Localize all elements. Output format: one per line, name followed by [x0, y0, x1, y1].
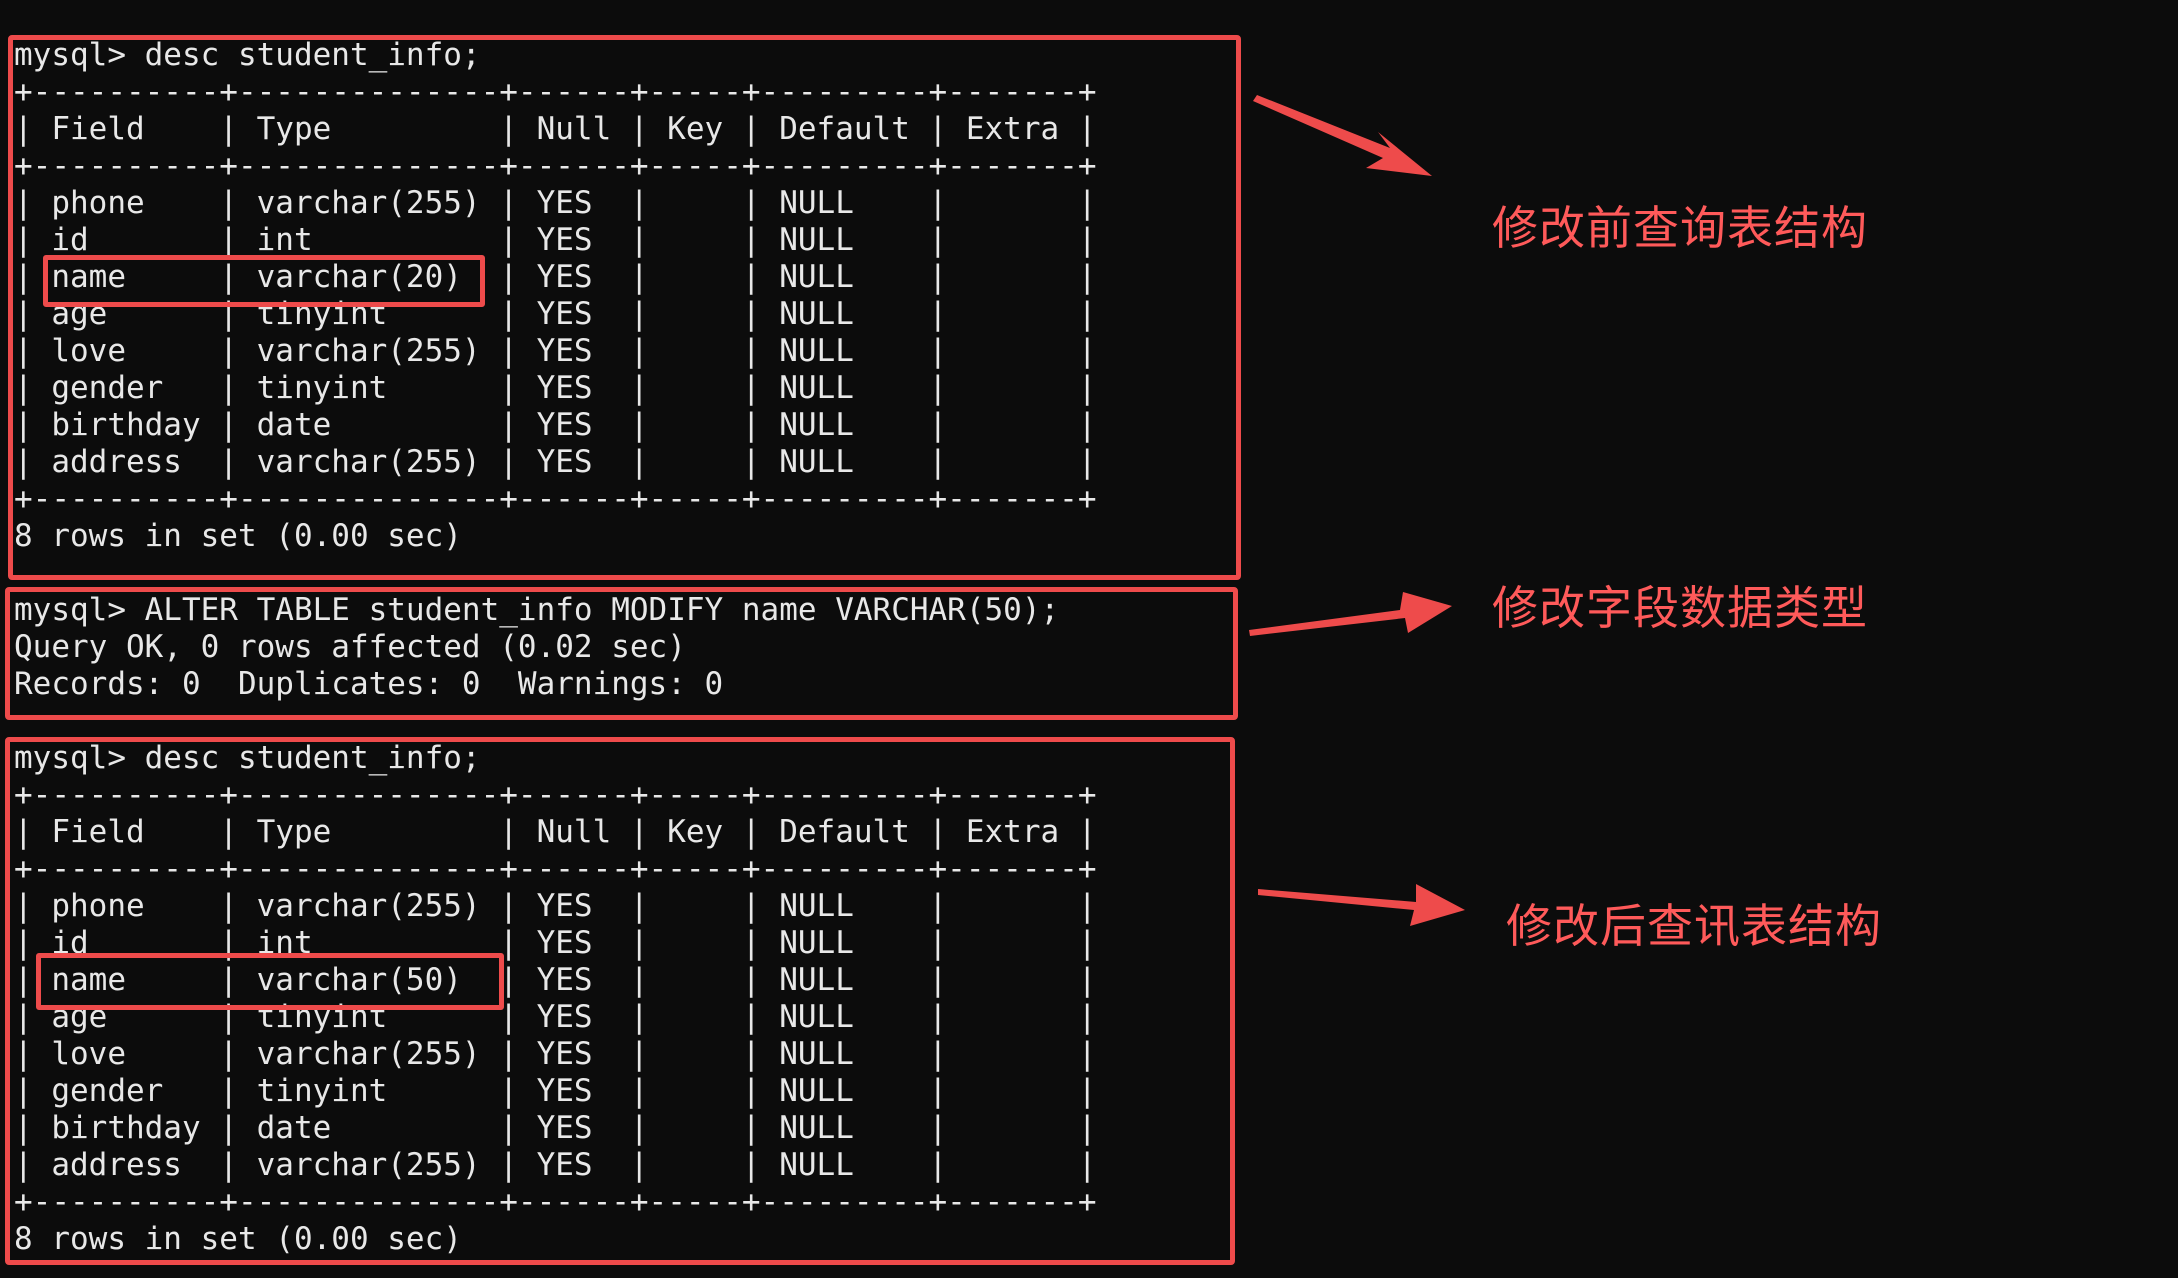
arrow-right-icon	[1258, 884, 1465, 926]
table-row: | birthday | date | YES | | NULL | |	[14, 1110, 1097, 1146]
table-row: | phone | varchar(255) | YES | | NULL | …	[14, 888, 1097, 924]
block3-prompt: mysql> desc student_info;	[14, 740, 481, 776]
block3-border-top: +----------+--------------+------+-----+…	[14, 777, 1097, 813]
table-row: | phone | varchar(255) | YES | | NULL | …	[14, 185, 1097, 221]
annotation-after: 修改后查讯表结构	[1506, 899, 1882, 953]
annotation-before: 修改前查询表结构	[1492, 201, 1868, 255]
table-row: | name | varchar(20) | YES | | NULL | |	[14, 259, 1097, 295]
block2-records: Records: 0 Duplicates: 0 Warnings: 0	[14, 666, 724, 702]
table-row: | gender | tinyint | YES | | NULL | |	[14, 370, 1097, 406]
block3-outline	[5, 737, 1235, 1265]
terminal-window[interactable]: mysql> desc student_info; +----------+--…	[0, 0, 1260, 1278]
block1-prompt: mysql> desc student_info;	[14, 37, 481, 73]
block2-outline	[5, 587, 1238, 720]
block3-footer: 8 rows in set (0.00 sec)	[14, 1221, 462, 1257]
block1-border-mid: +----------+--------------+------+-----+…	[14, 148, 1097, 184]
arrow-right-icon	[1253, 95, 1432, 176]
annotation-modify: 修改字段数据类型	[1492, 581, 1868, 635]
block1-border-top: +----------+--------------+------+-----+…	[14, 74, 1097, 110]
table-row: | address | varchar(255) | YES | | NULL …	[14, 444, 1097, 480]
block3-border-mid: +----------+--------------+------+-----+…	[14, 851, 1097, 887]
table-row: | birthday | date | YES | | NULL | |	[14, 407, 1097, 443]
table-row: | name | varchar(50) | YES | | NULL | |	[14, 962, 1097, 998]
table-row: | love | varchar(255) | YES | | NULL | |	[14, 333, 1097, 369]
name-row-highlight-after	[36, 953, 504, 1010]
table-row: | love | varchar(255) | YES | | NULL | |	[14, 1036, 1097, 1072]
block1-footer: 8 rows in set (0.00 sec)	[14, 518, 462, 554]
table-row: | gender | tinyint | YES | | NULL | |	[14, 1073, 1097, 1109]
block3-header: | Field | Type | Null | Key | Default | …	[14, 814, 1097, 850]
block1-header: | Field | Type | Null | Key | Default | …	[14, 111, 1097, 147]
table-row: | address | varchar(255) | YES | | NULL …	[14, 1147, 1097, 1183]
block2-prompt: mysql> ALTER TABLE student_info MODIFY n…	[14, 592, 1060, 628]
name-row-highlight-before	[43, 255, 485, 307]
block2-result: Query OK, 0 rows affected (0.02 sec)	[14, 629, 686, 665]
table-row: | id | int | YES | | NULL | |	[14, 222, 1097, 258]
arrow-right-icon	[1249, 592, 1452, 636]
block1-outline	[8, 35, 1241, 580]
block1-border-bottom: +----------+--------------+------+-----+…	[14, 481, 1097, 517]
block3-border-bottom: +----------+--------------+------+-----+…	[14, 1184, 1097, 1220]
